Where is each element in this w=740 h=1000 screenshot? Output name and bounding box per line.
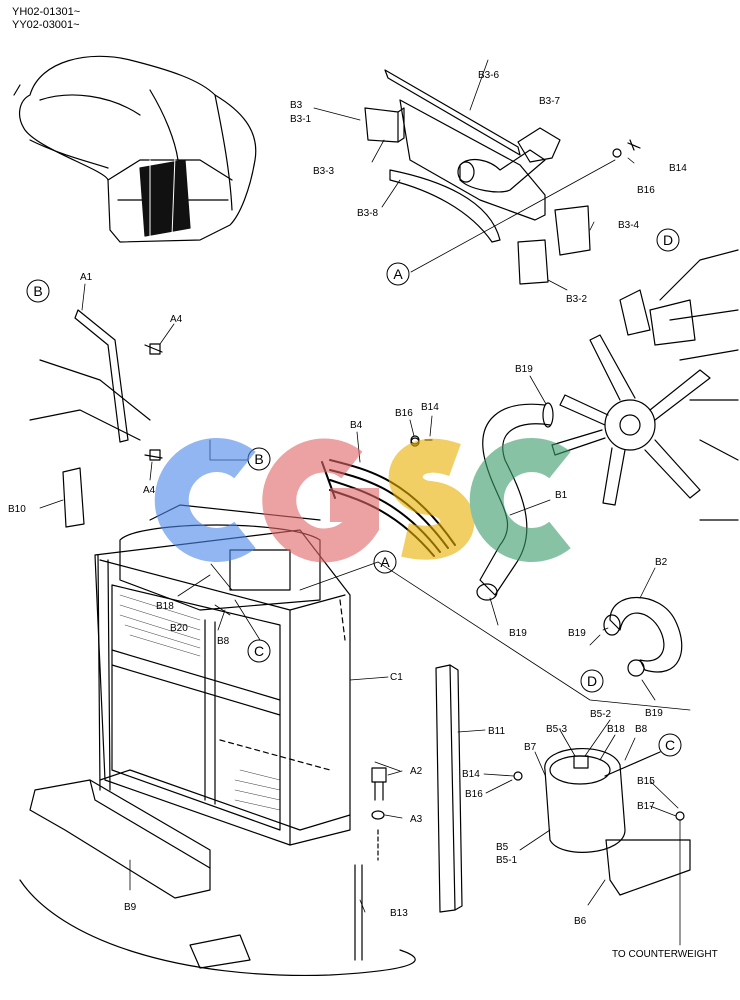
- radiator-mesh: [119, 594, 281, 811]
- label-b7: B7: [524, 742, 537, 753]
- label-a4-bottom: A4: [143, 485, 156, 496]
- label-a4-top: A4: [170, 314, 183, 325]
- label-a3: A3: [410, 814, 423, 825]
- block-b10: [62, 467, 85, 528]
- bolt-a2: [371, 767, 387, 820]
- label-b19-top: B19: [515, 364, 533, 375]
- callout-c-left: C: [254, 643, 264, 659]
- label-b20: B20: [170, 623, 188, 634]
- label-b3: B3: [290, 100, 303, 111]
- label-b18-right: B18: [607, 724, 625, 735]
- watermark-letter-1: [154, 438, 256, 562]
- label-b16-mid: B16: [395, 408, 413, 419]
- callout-letters: A B D B A C D C: [33, 232, 675, 753]
- label-b3-1: B3-1: [290, 114, 312, 125]
- callout-a-mid: A: [380, 554, 390, 570]
- label-b5-2: B5-2: [590, 709, 612, 720]
- bar-b11: [435, 664, 463, 913]
- hose-b2: [603, 597, 683, 677]
- watermark-letter-4: [469, 438, 571, 562]
- label-b14-top: B14: [669, 163, 687, 174]
- label-b6: B6: [574, 916, 587, 927]
- label-b4: B4: [350, 420, 363, 431]
- cover-group-b3: [364, 69, 641, 285]
- callout-d-bottom: D: [587, 673, 597, 689]
- reservoir-b5: [544, 748, 691, 896]
- label-b16-top: B16: [637, 185, 655, 196]
- label-b9: B9: [124, 902, 137, 913]
- label-b17: B17: [637, 801, 655, 812]
- bracket-a1: [29, 309, 163, 461]
- label-b10: B10: [8, 504, 26, 515]
- label-b16-low: B16: [465, 789, 483, 800]
- callout-a-top: A: [393, 266, 403, 282]
- label-b3-8: B3-8: [357, 208, 379, 219]
- label-b15: B15: [637, 776, 655, 787]
- label-b1: B1: [555, 490, 568, 501]
- label-b11: B11: [488, 726, 505, 737]
- label-b3-7: B3-7: [539, 96, 561, 107]
- radiator-highlight: [139, 159, 191, 237]
- callout-c-right: C: [665, 737, 675, 753]
- machine-overview-illustration: [13, 55, 257, 243]
- label-a1: A1: [80, 272, 93, 283]
- label-a2: A2: [410, 766, 423, 777]
- label-b19-mid: B19: [509, 628, 527, 639]
- label-b3-3: B3-3: [313, 166, 335, 177]
- callout-d-top: D: [663, 232, 673, 248]
- label-b5: B5: [496, 842, 509, 853]
- label-b14-low: B14: [462, 769, 480, 780]
- label-b18-left: B18: [156, 601, 174, 612]
- label-b3-4: B3-4: [618, 220, 640, 231]
- label-b8-left: B8: [217, 636, 230, 647]
- base-frame-b9: [19, 779, 416, 977]
- part-labels: B3-6 B3 B3-1 B3-7 B14 B16 B3-3 B3-8 B3-4…: [8, 70, 718, 960]
- serial-number-2: YY02-03001~: [12, 19, 80, 31]
- engine-fan-illustration: [551, 249, 739, 521]
- label-b2: B2: [655, 557, 668, 568]
- label-b14-mid: B14: [421, 402, 439, 413]
- callout-b-left: B: [33, 283, 42, 299]
- label-to-counterweight: TO COUNTERWEIGHT: [612, 949, 718, 960]
- label-b13: B13: [390, 908, 408, 919]
- label-b19-right: B19: [568, 628, 586, 639]
- label-b19-bottom: B19: [645, 708, 663, 719]
- callout-circles: [26, 228, 682, 757]
- cgsc-watermark: [154, 438, 571, 563]
- watermark-letter-3: [388, 438, 475, 560]
- label-c1: C1: [390, 672, 403, 683]
- label-b3-6: B3-6: [478, 70, 500, 81]
- serial-number-1: YH02-01301~: [12, 6, 81, 18]
- callout-b-mid: B: [254, 451, 263, 467]
- label-b8-right: B8: [635, 724, 648, 735]
- label-b5-3: B5-3: [546, 724, 568, 735]
- label-b5-1: B5-1: [496, 855, 518, 866]
- watermark-letter-2: [262, 438, 379, 563]
- label-b3-2: B3-2: [566, 294, 588, 305]
